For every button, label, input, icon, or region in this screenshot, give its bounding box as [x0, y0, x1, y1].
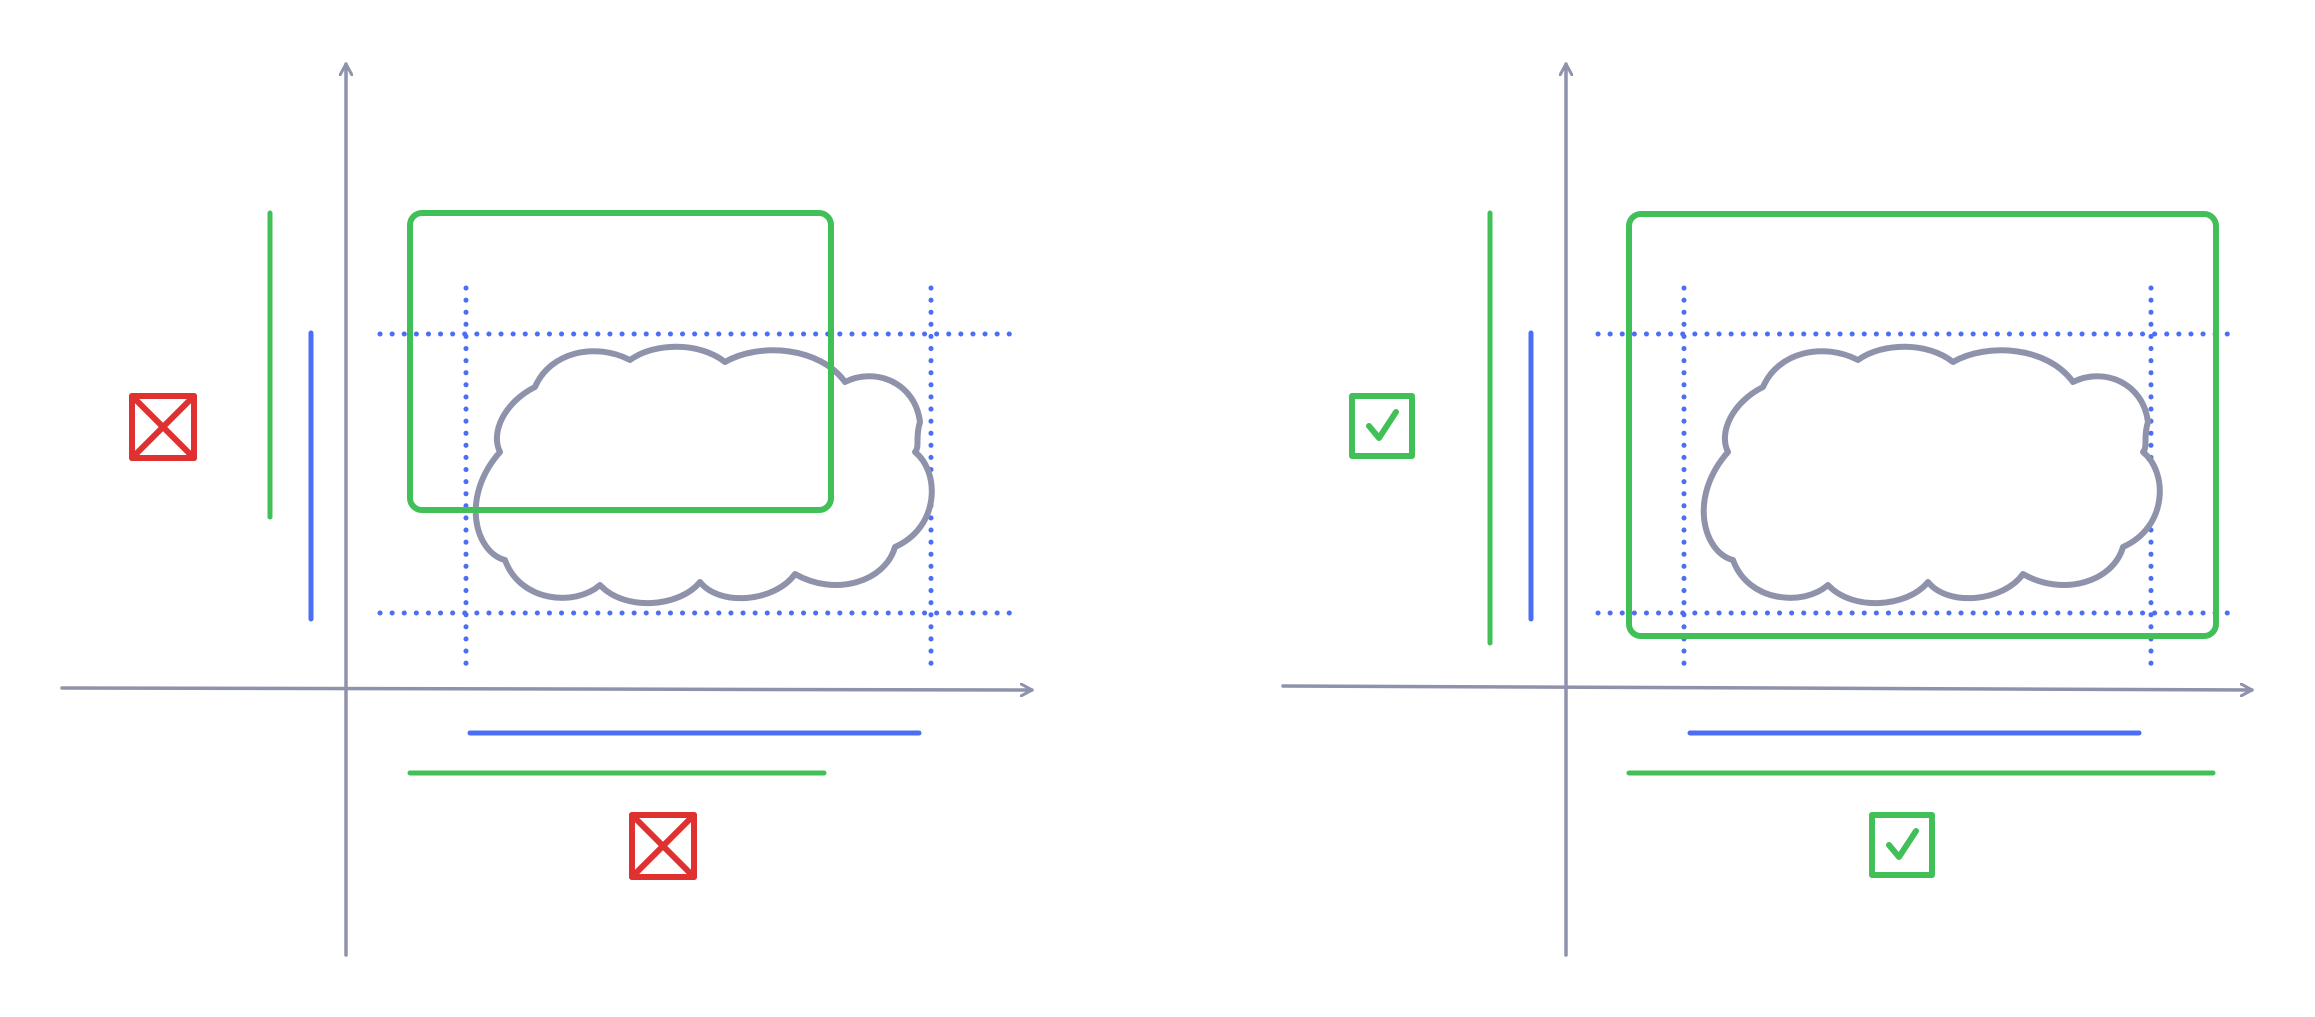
cloud-object — [476, 347, 932, 603]
x-box-icon — [629, 812, 697, 880]
x-axis — [1281, 686, 2254, 690]
panel-misfit — [60, 62, 1034, 957]
check-box-icon — [1869, 812, 1935, 878]
x-box-icon — [129, 393, 197, 461]
cloud-object — [1704, 347, 2160, 603]
panel-fit — [1281, 62, 2254, 957]
check-box-icon — [1349, 393, 1415, 459]
bounding-box-misfit — [407, 210, 834, 513]
x-axis — [60, 688, 1034, 690]
bounding-box-fit — [1626, 211, 2219, 639]
